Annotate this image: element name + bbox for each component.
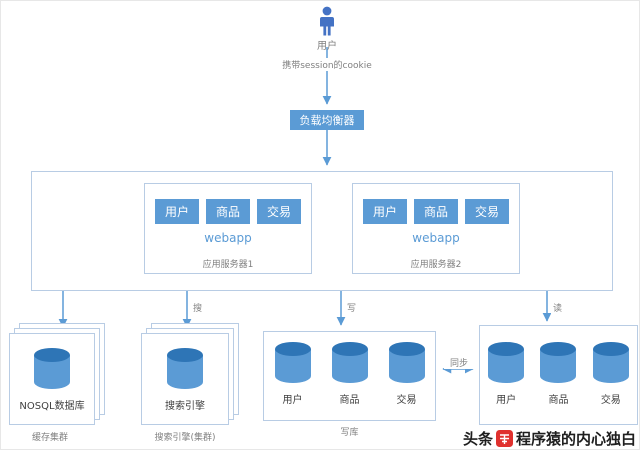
database-cylinder-icon: [388, 342, 425, 383]
db-name: 用户: [496, 395, 517, 406]
db-row: 用户 商品 交易: [480, 326, 637, 406]
database-cylinder-icon: [488, 342, 525, 383]
app-server-2: 用户 商品 交易 webapp 应用服务器2: [352, 183, 520, 274]
write-db-caption: 写库: [340, 428, 359, 438]
write-db-box: 用户 商品 交易: [263, 331, 436, 421]
app-server-1-name: 应用服务器1: [202, 260, 254, 270]
search-edge-label: 搜: [191, 301, 205, 314]
write-edge-label: 写: [345, 301, 359, 314]
search-cluster-caption: 搜索引擎(集群): [154, 433, 216, 443]
cluster-sheet-front: 搜索引擎: [141, 333, 229, 425]
sync-edge-label: 同步: [444, 356, 474, 369]
cookie-edge-label: 携带session的cookie: [269, 58, 385, 71]
module-box-product: 商品: [206, 199, 250, 224]
search-cluster: 搜索引擎: [141, 323, 239, 425]
watermark: 头条 程序猿的内心独白: [458, 428, 636, 449]
watermark-prefix: 头条: [462, 430, 493, 448]
db-column-product: 商品: [540, 340, 577, 406]
webapp-label: webapp: [204, 231, 252, 245]
cache-cluster: NOSQL数据库: [9, 323, 105, 425]
database-cylinder-icon: [34, 348, 70, 389]
cluster-sheet-front: NOSQL数据库: [9, 333, 95, 425]
db-column-trade: 交易: [388, 340, 425, 406]
db-name: 商品: [339, 395, 360, 406]
user-icon: [320, 6, 334, 36]
user-label: 用户: [317, 41, 337, 52]
db-column-product: 商品: [331, 340, 368, 406]
db-column-trade: 交易: [592, 340, 629, 406]
db-column-user: 用户: [274, 340, 311, 406]
db-column-user: 用户: [488, 340, 525, 406]
search-db-name: 搜索引擎: [165, 401, 205, 412]
db-name: 交易: [600, 395, 621, 406]
watermark-suffix: 程序猿的内心独白: [515, 430, 636, 448]
app-servers-container: 用户 商品 交易 webapp 应用服务器1 用户 商品 交易 webapp 应…: [31, 171, 613, 291]
module-box-product: 商品: [414, 199, 458, 224]
db-name: 交易: [396, 395, 417, 406]
module-row: 用户 商品 交易: [353, 199, 519, 224]
database-cylinder-icon: [274, 342, 311, 383]
module-box-user: 用户: [363, 199, 407, 224]
database-cylinder-icon: [592, 342, 629, 383]
database-cylinder-icon: [167, 348, 203, 389]
app-server-1: 用户 商品 交易 webapp 应用服务器1: [144, 183, 312, 274]
database-cylinder-icon: [540, 342, 577, 383]
database-cylinder-icon: [331, 342, 368, 383]
app-server-2-name: 应用服务器2: [410, 260, 462, 270]
db-name: 商品: [548, 395, 569, 406]
module-box-trade: 交易: [465, 199, 509, 224]
cache-cluster-caption: 缓存集群: [31, 433, 68, 443]
read-db-box: 用户 商品 交易: [479, 325, 638, 425]
cache-db-name: NOSQL数据库: [19, 401, 85, 412]
db-name: 用户: [282, 395, 303, 406]
toutiao-logo-icon: [495, 430, 513, 447]
module-box-user: 用户: [155, 199, 199, 224]
webapp-label: webapp: [412, 231, 460, 245]
read-edge-label: 读: [551, 301, 565, 314]
db-row: 用户 商品 交易: [264, 332, 435, 406]
module-row: 用户 商品 交易: [145, 199, 311, 224]
load-balancer-box: 负载均衡器: [290, 110, 364, 130]
module-box-trade: 交易: [257, 199, 301, 224]
